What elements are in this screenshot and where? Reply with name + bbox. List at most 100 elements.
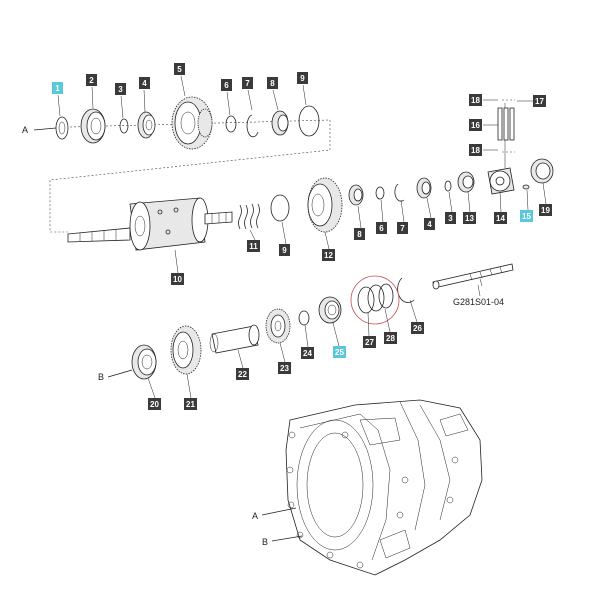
callout-number: 4 [142,79,147,88]
ref-letter-a-top: A [22,125,28,135]
callout-28: 28 [384,332,397,344]
bearing-part-4 [137,111,156,139]
callout-number: 7 [245,79,250,88]
washer-part-6 [225,115,237,133]
callout-7: 7 [242,77,253,89]
callout-19: 19 [539,204,552,216]
bearing-part-8 [271,110,289,136]
callout-9: 9 [279,244,290,256]
seal-part-19 [530,158,554,184]
callout-number: 11 [249,242,258,251]
callout-22: 22 [236,368,249,380]
ring-part-24 [298,310,310,326]
snap-ring-part-3 [119,118,129,134]
bearing-part-20 [131,344,157,380]
callout-number: 9 [282,246,287,255]
callout-6: 6 [221,79,232,91]
callout-5: 5 [174,63,185,75]
callout-11: 11 [247,240,260,252]
callout-25: 25 [333,346,346,358]
callout-leaders [57,75,547,399]
pump-body-part-14 [487,167,515,195]
callout-8: 8 [354,228,365,240]
callout-number: 8 [270,79,275,88]
gear-part-23 [265,308,291,344]
callout-number: 17 [535,97,544,106]
callout-number: 24 [303,349,312,358]
callout-number: 26 [413,324,422,333]
ref-letter-b-housing: B [262,537,268,547]
washer-part-3-mid [444,180,452,192]
callout-14: 14 [494,212,507,224]
callout-17: 17 [533,95,546,107]
gear-part-21 [170,325,202,375]
callout-number: 19 [541,206,550,215]
callout-18: 18 [469,144,482,156]
callout-number: 18 [471,146,480,155]
callout-number: 4 [427,220,432,229]
callout-13: 13 [463,212,476,224]
ring-part-1 [55,116,69,140]
callout-number: 27 [365,338,374,347]
callout-9: 9 [297,72,308,84]
callout-10: 10 [171,273,184,285]
callout-number: 6 [379,224,384,233]
plug-part-15 [522,184,530,190]
callout-8: 8 [267,77,278,89]
bearing-part-8-mid [348,184,364,206]
callout-number: 3 [118,85,123,94]
callout-number: 12 [324,251,333,260]
leader-b-mid [107,369,133,378]
callout-number: 28 [386,334,395,343]
callout-number: 6 [224,81,229,90]
snap-ring-part-7 [246,114,259,138]
callout-21: 21 [184,398,197,410]
callout-number: 5 [177,65,182,74]
callout-number: 8 [357,230,362,239]
callout-26: 26 [411,322,424,334]
ring-part-9-mid [270,194,290,222]
callout-4: 4 [424,218,435,230]
bearing-part-25 [318,296,342,324]
callout-number: 20 [150,400,159,409]
bearing-part-13 [457,171,475,193]
callout-15: 15 [520,210,533,222]
callout-number: 9 [300,74,305,83]
transmission-housing [285,399,483,576]
callout-20: 20 [148,398,161,410]
bearing-part-4-mid [416,177,432,199]
callout-number: 15 [522,212,531,221]
ref-letter-a-housing: A [252,511,258,521]
ref-letter-b-mid: B [98,372,104,382]
gear-part-12 [307,177,343,233]
callout-number: 7 [400,224,405,233]
callout-number: 21 [186,400,195,409]
callout-number: 25 [335,348,344,357]
callout-1: 1 [52,82,63,94]
seal-rings-part-27-28 [350,275,400,325]
callout-7: 7 [397,222,408,234]
callout-number: 14 [496,214,505,223]
callout-23: 23 [278,362,291,374]
shaft-assembly-part-10 [67,197,233,251]
output-shaft [432,263,514,290]
drawing-code: G281S01-04 [453,297,504,307]
leader-b-housing [271,535,303,542]
callout-27: 27 [363,336,376,348]
washer-part-6-mid [375,186,385,200]
snap-ring-part-7-mid [394,183,405,202]
callout-number: 22 [238,370,247,379]
callout-6: 6 [376,222,387,234]
callout-2: 2 [86,74,97,86]
callout-number: 13 [465,214,474,223]
callout-18: 18 [469,94,482,106]
callout-4: 4 [139,77,150,89]
callout-3: 3 [115,83,126,95]
callout-number: 1 [55,84,60,93]
vertical-pins-part-16 [497,99,515,168]
callout-16: 16 [469,119,482,131]
callout-number: 10 [173,275,182,284]
callout-number: 23 [280,364,289,373]
